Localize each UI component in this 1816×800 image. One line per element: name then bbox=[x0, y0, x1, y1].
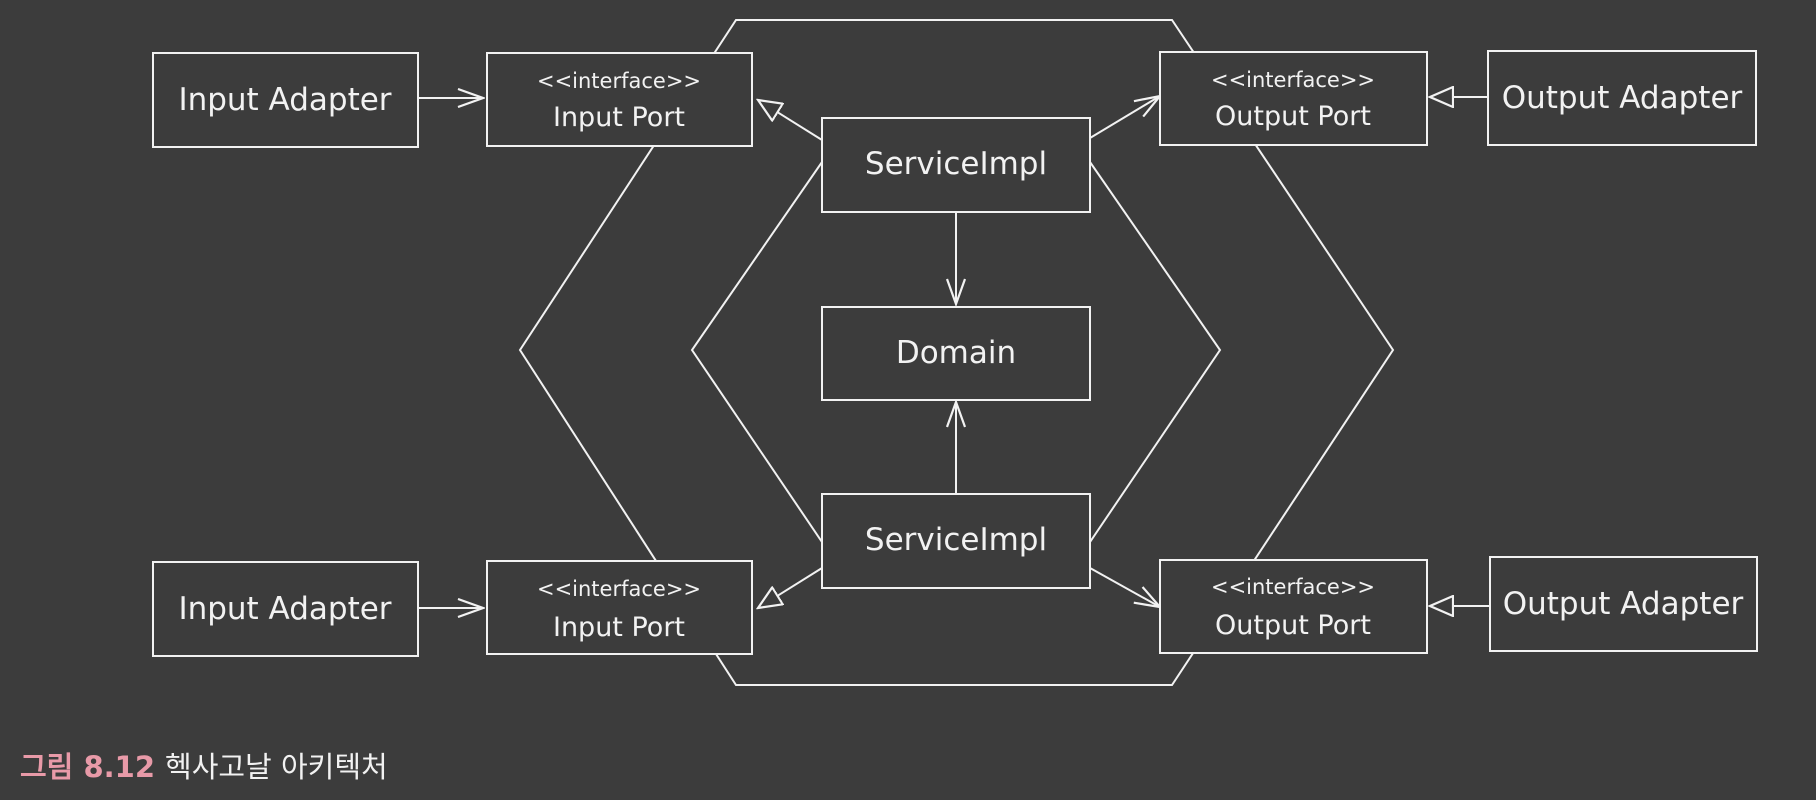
input-port-top: <<interface>> Input Port bbox=[486, 52, 753, 147]
input-port-bottom-label: Input Port bbox=[553, 612, 685, 643]
outer-hexagon bbox=[518, 19, 1395, 686]
figure-number: 그림 8.12 bbox=[20, 750, 156, 784]
output-port-bottom: <<interface>> Output Port bbox=[1159, 559, 1428, 654]
output-adapter-top-label: Output Adapter bbox=[1502, 80, 1743, 116]
input-port-bottom: <<interface>> Input Port bbox=[486, 560, 753, 655]
output-port-top-label: Output Port bbox=[1215, 101, 1371, 132]
output-adapter-bottom: Output Adapter bbox=[1489, 556, 1758, 652]
output-adapter-bottom-label: Output Adapter bbox=[1503, 586, 1744, 622]
output-port-bottom-label: Output Port bbox=[1215, 610, 1371, 641]
input-port-bottom-stereotype: <<interface>> bbox=[537, 577, 701, 601]
input-adapter-top-label: Input Adapter bbox=[178, 82, 391, 118]
edge-service-bottom-to-input-port bbox=[758, 567, 823, 608]
output-adapter-top: Output Adapter bbox=[1487, 50, 1757, 146]
figure-title: 헥사고날 아키텍처 bbox=[165, 750, 388, 784]
input-adapter-top: Input Adapter bbox=[152, 52, 419, 148]
output-port-top-stereotype: <<interface>> bbox=[1211, 68, 1375, 92]
edge-service-bottom-to-output-port bbox=[1089, 567, 1160, 607]
domain-label: Domain bbox=[896, 335, 1016, 371]
domain-box: Domain bbox=[821, 306, 1091, 401]
input-port-top-stereotype: <<interface>> bbox=[537, 69, 701, 93]
input-port-top-label: Input Port bbox=[553, 102, 685, 133]
input-adapter-bottom-label: Input Adapter bbox=[178, 591, 391, 627]
figure-caption: 그림 8.12 헥사고날 아키텍처 bbox=[20, 744, 388, 786]
service-impl-bottom-label: ServiceImpl bbox=[865, 522, 1047, 558]
input-adapter-bottom: Input Adapter bbox=[152, 561, 419, 657]
service-impl-top-label: ServiceImpl bbox=[865, 146, 1047, 182]
output-port-bottom-stereotype: <<interface>> bbox=[1211, 575, 1375, 599]
edge-service-top-to-output-port bbox=[1089, 96, 1160, 139]
edge-service-top-to-input-port bbox=[758, 100, 823, 141]
output-port-top: <<interface>> Output Port bbox=[1159, 51, 1428, 146]
service-impl-top: ServiceImpl bbox=[821, 117, 1091, 213]
service-impl-bottom: ServiceImpl bbox=[821, 493, 1091, 589]
